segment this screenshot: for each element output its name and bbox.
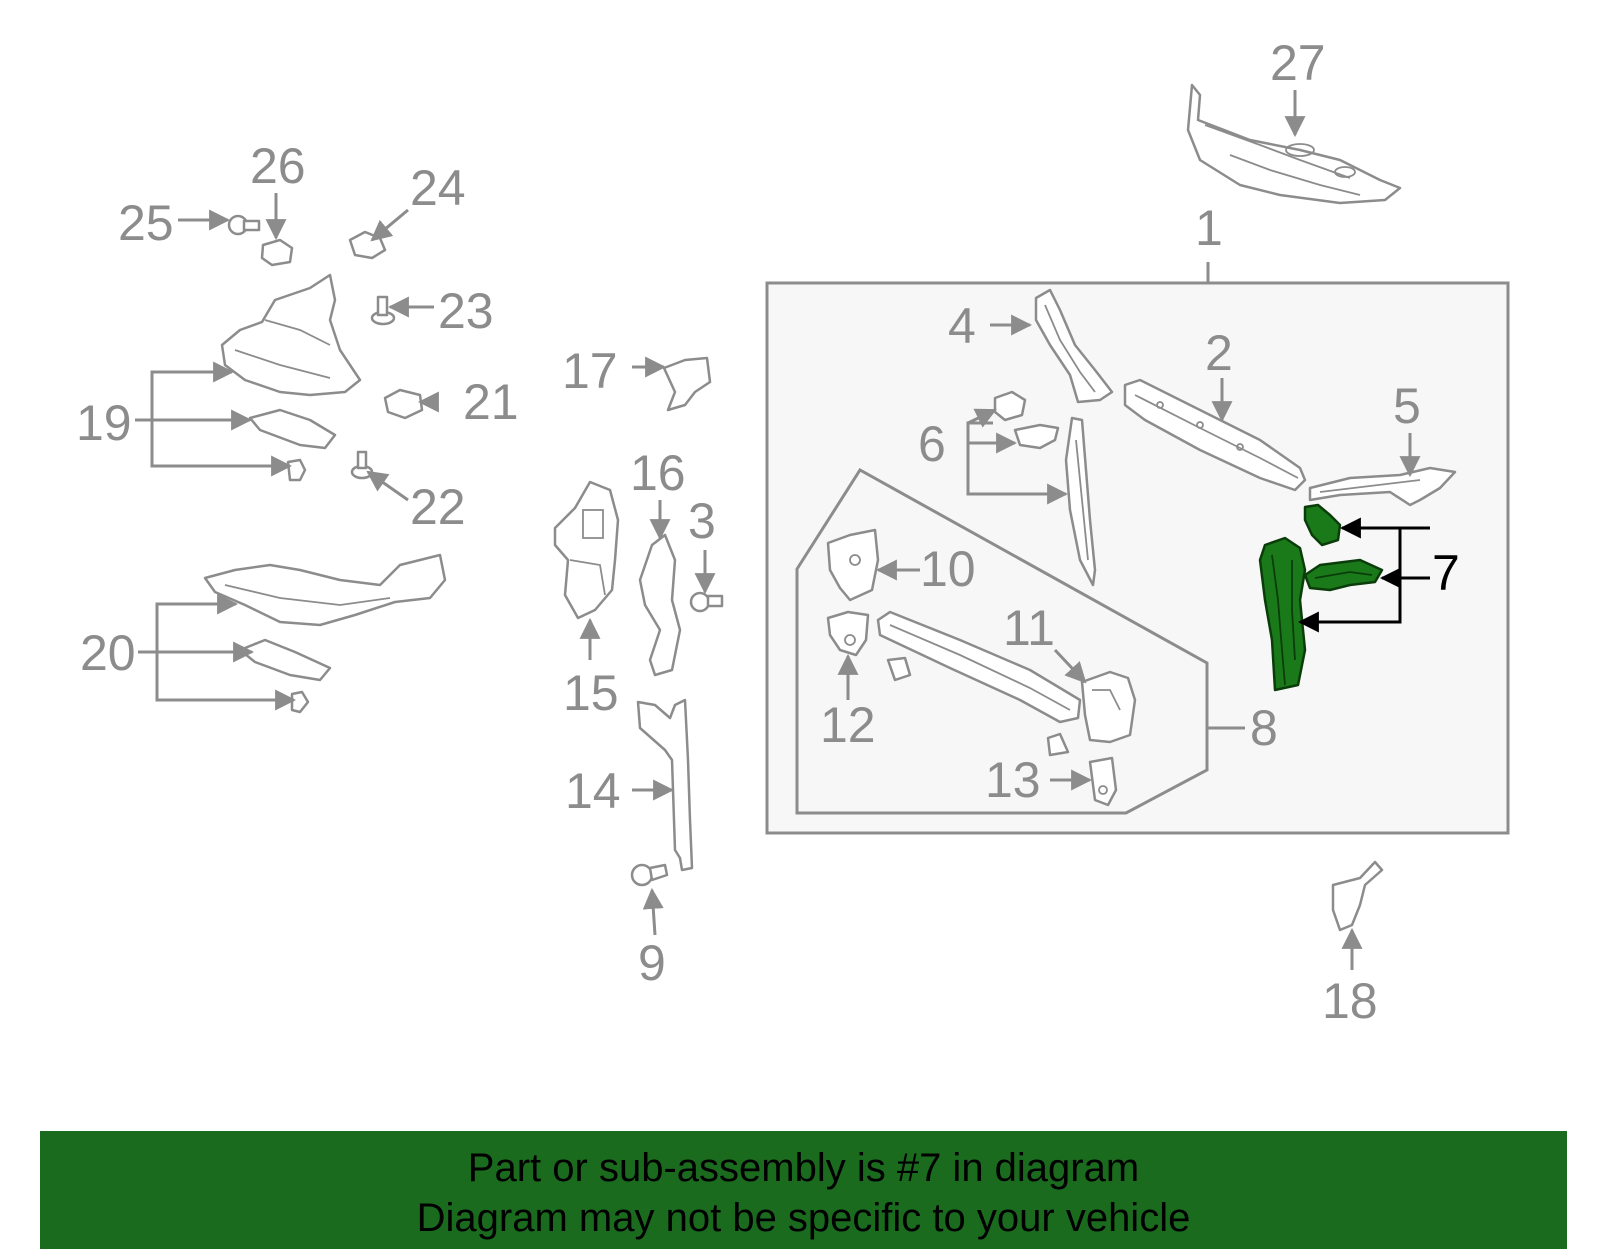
part-12 — [826, 610, 870, 657]
callout-6: 6 — [918, 416, 946, 472]
part-8-bar — [876, 610, 1082, 724]
part-24 — [348, 230, 387, 260]
part-4 — [1034, 288, 1114, 404]
callout-2: 2 — [1205, 325, 1233, 381]
callout-21: 21 — [463, 374, 519, 430]
callout-9: 9 — [638, 935, 666, 991]
callout-labels: 1 2 3 4 5 6 7 8 9 10 11 12 13 14 15 16 1… — [76, 35, 1460, 1029]
part-5 — [1308, 466, 1457, 507]
part-10 — [826, 528, 880, 602]
callout-12: 12 — [820, 697, 876, 753]
part-16 — [638, 533, 682, 677]
callout-26: 26 — [250, 138, 306, 194]
callout-18: 18 — [1322, 973, 1378, 1029]
banner-line-disclaimer: Diagram may not be specific to your vehi… — [416, 1196, 1191, 1240]
leader-lines — [135, 90, 1430, 970]
callout-22: 22 — [410, 479, 466, 535]
part-11 — [1080, 670, 1137, 744]
part-27 — [1186, 83, 1402, 205]
callout-20: 20 — [80, 625, 136, 681]
callout-25: 25 — [118, 195, 174, 251]
part-2 — [1123, 378, 1307, 492]
callout-8: 8 — [1250, 700, 1278, 756]
callout-13: 13 — [985, 752, 1041, 808]
callout-16: 16 — [630, 445, 686, 501]
callout-27: 27 — [1270, 35, 1326, 91]
part-21 — [383, 388, 424, 420]
banner-line-part: Part or sub-assembly is #7 in diagram — [467, 1146, 1140, 1190]
part-9 — [630, 863, 669, 887]
info-banner: Part or sub-assembly is #7 in diagram Di… — [40, 1131, 1567, 1249]
part-14 — [636, 698, 694, 872]
callout-5: 5 — [1393, 378, 1421, 434]
part-7-highlighted — [1258, 503, 1384, 692]
part-15 — [553, 480, 620, 620]
callout-4: 4 — [948, 298, 976, 354]
part-20 — [203, 553, 447, 714]
callout-14: 14 — [565, 763, 621, 819]
callout-15: 15 — [563, 665, 619, 721]
part-19 — [220, 273, 362, 482]
part-3 — [689, 591, 724, 613]
part-25 — [227, 214, 261, 236]
callout-24: 24 — [410, 160, 466, 216]
callout-10: 10 — [920, 541, 976, 597]
callout-1: 1 — [1195, 200, 1223, 256]
callout-11: 11 — [1003, 600, 1055, 656]
callout-19: 19 — [76, 395, 132, 451]
part-17 — [662, 356, 712, 412]
callout-3: 3 — [688, 493, 716, 549]
part-26 — [260, 238, 294, 267]
part-18 — [1331, 860, 1384, 932]
part-13 — [1046, 732, 1118, 807]
part-23 — [370, 295, 396, 326]
callout-23: 23 — [438, 283, 494, 339]
callout-7: 7 — [1432, 545, 1460, 601]
callout-17: 17 — [562, 343, 618, 399]
